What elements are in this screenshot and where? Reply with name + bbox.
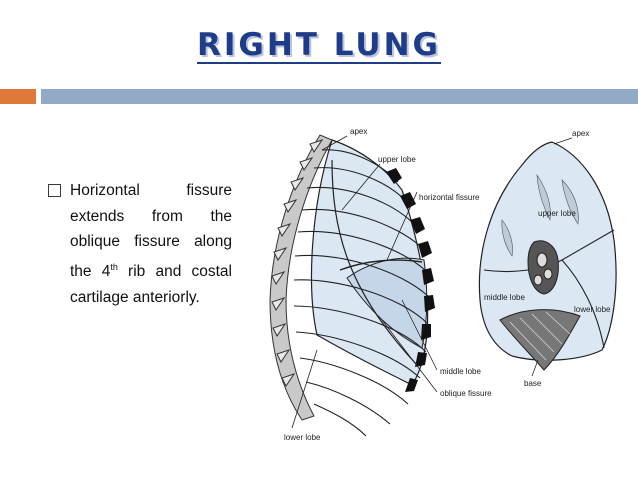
right-lung-illustration: apex upper lobe horizontal fissure middl… xyxy=(269,127,617,442)
label-upper-lobe-right: upper lobe xyxy=(538,209,576,218)
label-middle-lobe-right: middle lobe xyxy=(484,293,525,302)
label-upper-lobe-left: upper lobe xyxy=(378,155,416,164)
medial-view: apex upper lobe middle lobe lower lobe b… xyxy=(478,129,617,388)
label-oblique-fissure: oblique fissure xyxy=(440,389,492,398)
bullet-square-icon xyxy=(48,184,61,197)
label-lower-lobe-left: lower lobe xyxy=(284,433,321,442)
label-lower-lobe-right: lower lobe xyxy=(574,305,611,314)
label-horizontal-fissure: horizontal fissure xyxy=(419,193,480,202)
accent-bar-blue xyxy=(41,89,638,104)
label-middle-lobe-left: middle lobe xyxy=(440,367,481,376)
lateral-view: apex upper lobe horizontal fissure middl… xyxy=(269,127,492,442)
accent-bar-orange xyxy=(0,89,36,104)
label-apex-right: apex xyxy=(572,129,589,138)
bullet-text: Horizontal fissure extends from the obli… xyxy=(70,182,232,306)
label-apex-left: apex xyxy=(350,127,367,136)
label-base: base xyxy=(524,379,542,388)
slide-title: RIGHT LUNG xyxy=(197,27,441,64)
